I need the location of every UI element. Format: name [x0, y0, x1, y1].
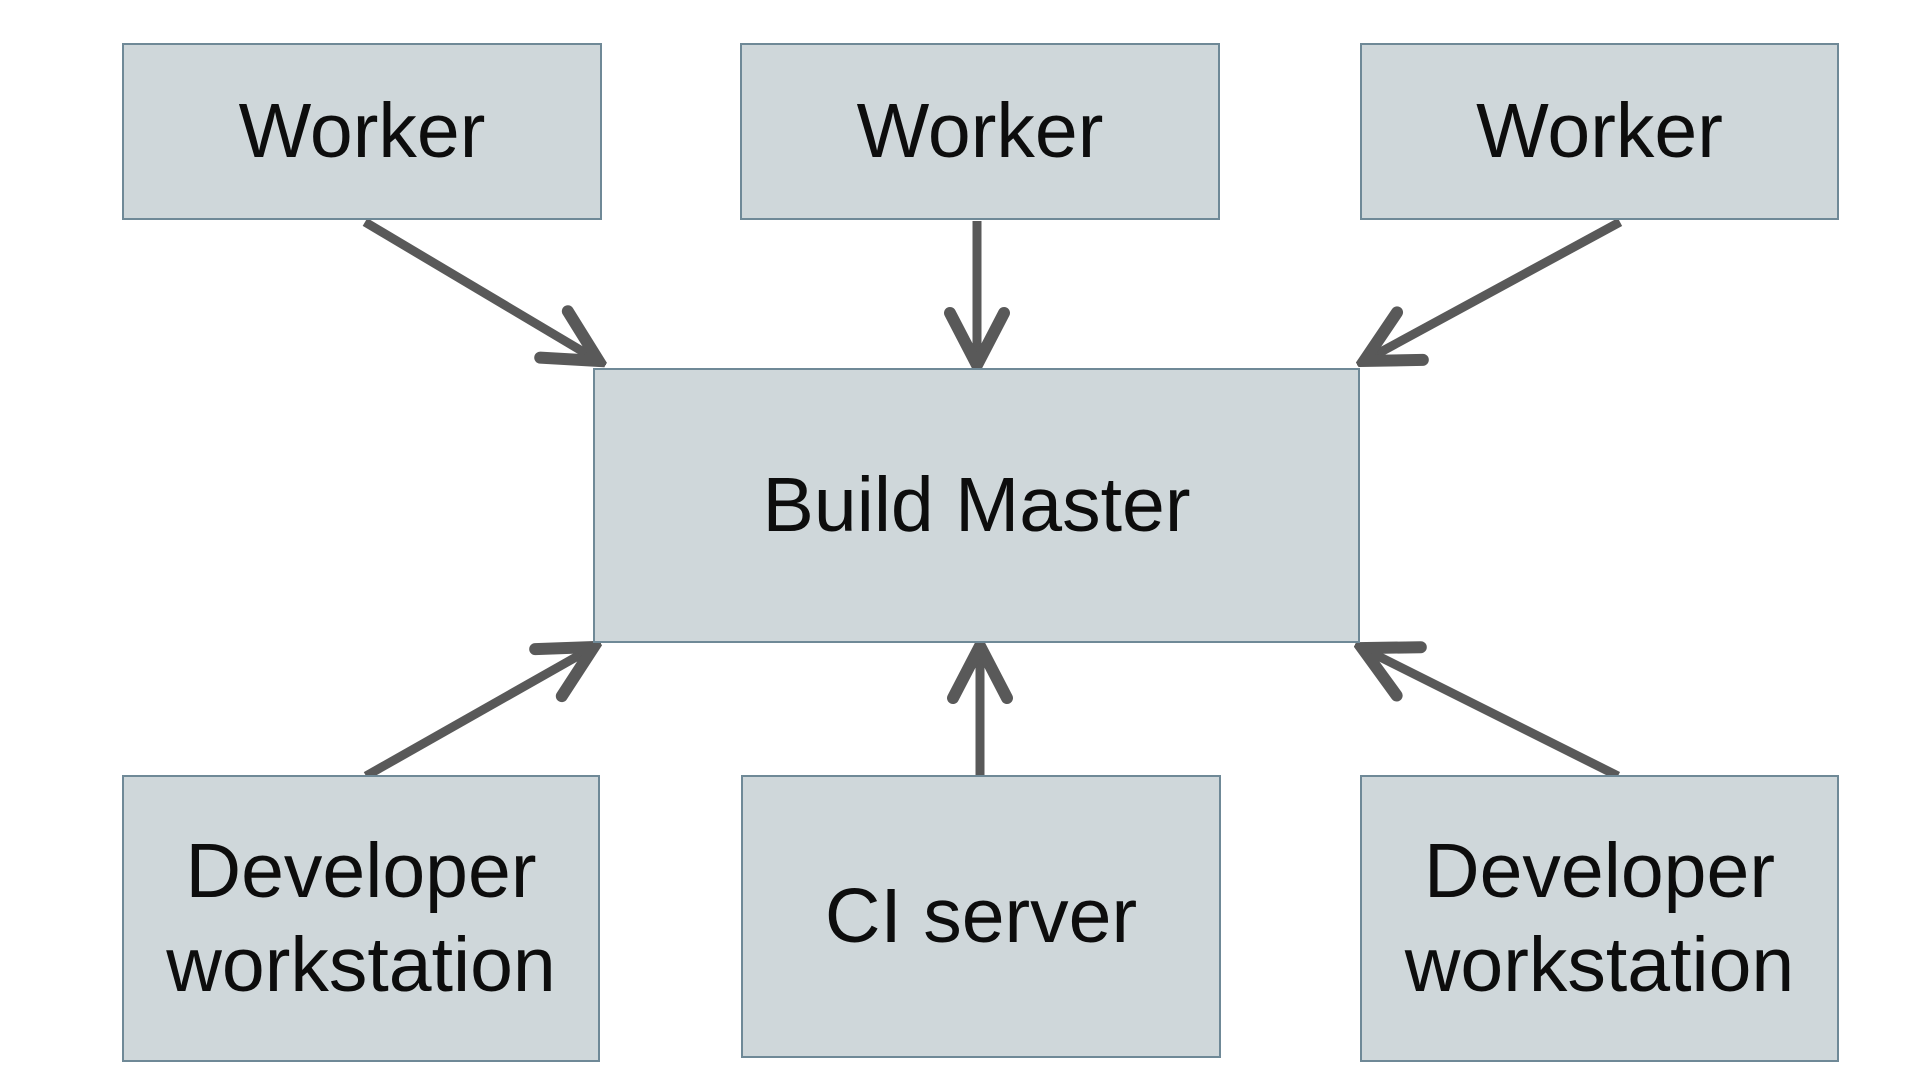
- node-label: Worker: [856, 87, 1104, 174]
- node-ci-server: CI server: [741, 775, 1221, 1058]
- arrow-worker-3-to-build-master: [1366, 218, 1623, 360]
- node-worker-3: Worker: [1360, 43, 1839, 220]
- node-label: Build Master: [762, 461, 1191, 548]
- node-label: Developer workstation: [1404, 827, 1795, 1008]
- node-developer-workstation-right: Developer workstation: [1360, 775, 1839, 1062]
- arrow-worker-1-to-build-master: [362, 218, 597, 360]
- arrow-developer-workstation-left-to-build-master: [363, 648, 592, 780]
- node-build-master: Build Master: [593, 368, 1360, 643]
- node-label: Worker: [238, 87, 486, 174]
- node-worker-1: Worker: [122, 43, 602, 220]
- node-developer-workstation-left: Developer workstation: [122, 775, 600, 1062]
- arrow-developer-workstation-right-to-build-master: [1364, 649, 1621, 781]
- node-worker-2: Worker: [740, 43, 1220, 220]
- node-label: Worker: [1476, 87, 1723, 174]
- node-label: CI server: [824, 872, 1138, 959]
- node-label: Developer workstation: [166, 827, 556, 1008]
